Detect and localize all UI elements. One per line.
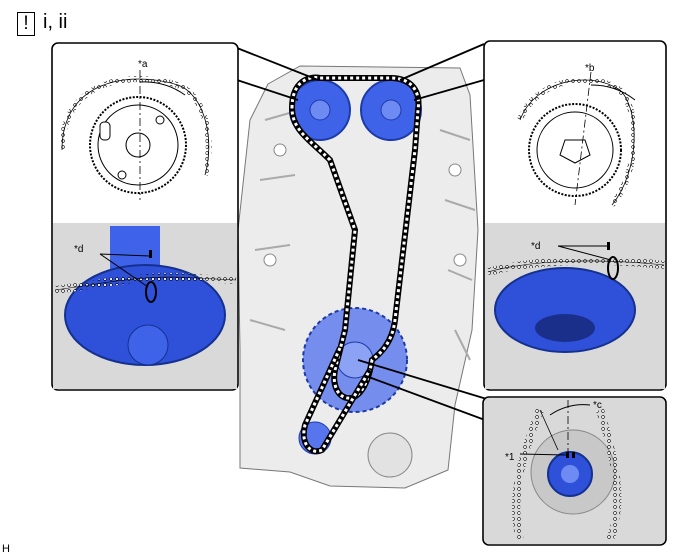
- callout-d-right: *d: [531, 241, 540, 252]
- left-sprocket-outline: [59, 70, 212, 200]
- crankshaft-inset-panel: *c *1: [482, 396, 667, 546]
- right-inset-panel: *b *d: [483, 40, 667, 391]
- engine-block: [237, 65, 479, 489]
- caution-icon: !: [17, 12, 35, 36]
- right-camshaft-sprocket: [360, 79, 422, 141]
- crankshaft-sprocket: [302, 307, 408, 413]
- callout-b: *b: [585, 63, 595, 74]
- callout-d-left: *d: [74, 244, 83, 255]
- page-code: H: [2, 543, 10, 555]
- left-inset-panel: *a *d: [51, 42, 239, 391]
- right-sprocket-outline: [517, 71, 638, 207]
- callout-1: *1: [505, 452, 515, 463]
- callout-a: *a: [138, 59, 148, 70]
- step-label: i, ii: [43, 11, 68, 33]
- caution-mark: !: [23, 13, 29, 34]
- callout-c: *c: [593, 400, 602, 411]
- leader-lines: [236, 43, 491, 421]
